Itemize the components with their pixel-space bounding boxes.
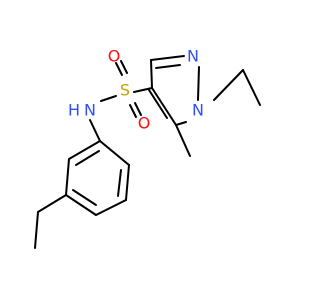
bond-c4-c3 [150, 59, 153, 89]
bond-c5-c4-double-outer [151, 87, 177, 126]
atom-nh-n-label: N [84, 101, 96, 120]
bond-c3-n2-double-outer [150, 55, 185, 61]
bond-ar5-ar6 [65, 158, 70, 196]
bond-c5-c4-double-inner [148, 89, 168, 119]
bond-c3-n2-double-inner [155, 64, 181, 69]
bond-ch2-ch3 [242, 69, 261, 106]
atom-s-label: S [120, 81, 130, 100]
bond-ar2-ar3-double-outer [125, 164, 130, 201]
bond-ar4-ar5-double-inner [72, 189, 97, 206]
atom-nh-h-label: H [68, 101, 80, 120]
bond-c5-methyl [175, 124, 191, 157]
bond-ch2-ch3-aryl [34, 211, 39, 249]
bond-s-n [100, 95, 117, 102]
bond-n2-n1 [197, 66, 200, 101]
bond-ar5-ch2 [37, 194, 67, 213]
bond-n1-ch2 [213, 69, 244, 101]
bond-ar6-ar1-double-inner [75, 150, 100, 166]
molecule-structure-drawing: N N N H S O O [34, 47, 261, 249]
atom-n1-label: N [192, 101, 204, 120]
bond-ar4-ar5-double-outer [65, 194, 97, 216]
bond-c4-s [133, 87, 153, 93]
atom-o1-label: O [108, 47, 121, 66]
bond-n1-c5 [175, 121, 187, 126]
bond-ar3-ar4 [95, 199, 127, 216]
atom-n2-label: N [187, 47, 199, 66]
bond-ar1-ar2 [99, 140, 130, 166]
bond-s-o2-b [134, 102, 142, 116]
bond-ar6-ar1-double-outer [68, 140, 101, 160]
bond-s-o1-a [115, 62, 123, 76]
bond-s-o2-a [129, 104, 137, 118]
bond-n-c1-ring [89, 119, 101, 142]
bond-s-o1-b [120, 60, 128, 74]
atom-o2-label: O [138, 114, 151, 133]
bond-ar2-ar3-double-inner [117, 169, 122, 197]
